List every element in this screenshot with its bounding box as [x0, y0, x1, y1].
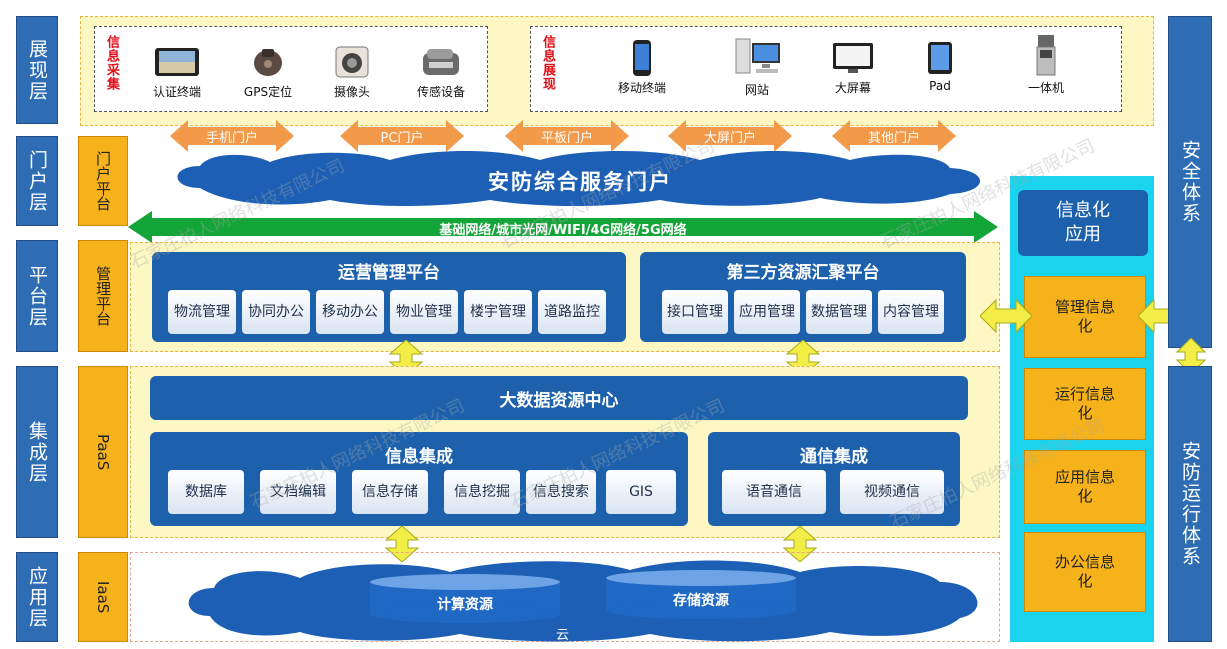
- updown-arrow-icon: [1176, 338, 1206, 374]
- sub-management: 管理平台: [78, 240, 128, 352]
- network-arrow: [128, 211, 998, 243]
- tp-item-app[interactable]: 应用管理: [734, 290, 800, 334]
- sub-portal: 门户平台: [78, 136, 128, 226]
- portal-cloud-shape: [177, 151, 980, 206]
- kiosk-icon: [1023, 35, 1069, 76]
- iaas-cloud-shape: [188, 560, 978, 642]
- sensor-device: 传感设备: [401, 45, 481, 100]
- sub-paas: PaaS: [78, 366, 128, 538]
- portal-tablet[interactable]: 平板门户: [505, 117, 629, 155]
- website-device: 网站: [727, 37, 787, 98]
- big-screen-device: 大屏幕: [823, 41, 883, 96]
- comm-integration-panel: 通信集成 语音通信 视频通信: [708, 432, 960, 526]
- mobile-terminal: 移动终端: [607, 40, 677, 96]
- collect-box: 信息采集 认证终端 GPS定位 摄像头 传感设备: [94, 26, 488, 112]
- layer-platform: 平台层: [16, 240, 58, 352]
- ops-item-building[interactable]: 楼宇管理: [464, 290, 532, 334]
- layer-application: 应用层: [16, 552, 58, 642]
- storage-resource[interactable]: 存储资源: [673, 593, 729, 609]
- gps-device: GPS定位: [233, 45, 303, 100]
- portal-other[interactable]: 其他门户: [832, 117, 956, 155]
- collect-label: 信息采集: [104, 35, 119, 91]
- tp-item-interface[interactable]: 接口管理: [662, 290, 728, 334]
- ops-item-mobile-office[interactable]: 移动办公: [316, 290, 384, 334]
- ops-platform-title: 运营管理平台: [338, 263, 440, 283]
- layer-display: 展现层: [16, 16, 58, 124]
- portal-pc[interactable]: PC门户: [340, 117, 464, 155]
- storage-cylinder: [606, 570, 796, 619]
- camera-icon: [329, 45, 375, 79]
- pc-portal-arrow-icon: [340, 120, 464, 152]
- security-system: 安全体系: [1168, 16, 1212, 348]
- layer-portal: 门户层: [16, 136, 58, 226]
- ci-video[interactable]: 视频通信: [840, 470, 944, 514]
- ops-platform-panel: 运营管理平台 物流管理 协同办公 移动办公 物业管理 楼宇管理 道路监控: [152, 252, 626, 342]
- cloud-portal-title: 安防综合服务门户: [488, 170, 672, 194]
- mgmt-informatization[interactable]: 管理信息化: [1024, 276, 1146, 358]
- third-party-title: 第三方资源汇聚平台: [726, 263, 880, 283]
- tv-icon: [830, 41, 876, 75]
- ii-search[interactable]: 信息搜索: [526, 470, 596, 514]
- info-integration-title: 信息集成: [385, 447, 453, 467]
- bigscreen-portal-arrow-icon: [668, 120, 792, 152]
- phone-icon: [619, 40, 665, 76]
- office-informatization[interactable]: 办公信息化: [1024, 532, 1146, 612]
- ii-gis[interactable]: GIS: [606, 470, 676, 514]
- leftright-arrow-icon: [980, 298, 1032, 334]
- ii-storage[interactable]: 信息存储: [352, 470, 428, 514]
- ii-doc-edit[interactable]: 文档编辑: [260, 470, 336, 514]
- ii-database[interactable]: 数据库: [168, 470, 244, 514]
- kiosk-device: 一体机: [1011, 35, 1081, 96]
- compute-resource[interactable]: 计算资源: [437, 597, 493, 613]
- tp-item-content[interactable]: 内容管理: [878, 290, 944, 334]
- sensor-icon: [418, 45, 464, 79]
- ops-item-road[interactable]: 道路监控: [538, 290, 606, 334]
- pad-device: Pad: [915, 41, 965, 93]
- iaas-band: [130, 552, 1000, 642]
- auth-terminal: 认证终端: [137, 45, 217, 100]
- portal-bigscreen[interactable]: 大屏门户: [668, 117, 792, 155]
- layer-integration: 集成层: [16, 366, 58, 538]
- ops-item-logistics[interactable]: 物流管理: [168, 290, 236, 334]
- ops-item-collab[interactable]: 协同办公: [242, 290, 310, 334]
- computer-icon: [734, 37, 780, 77]
- informatization-title: 信息化应用: [1018, 190, 1148, 256]
- mobile-portal-arrow-icon: [170, 120, 294, 152]
- big-data-center[interactable]: 大数据资源中心: [150, 376, 968, 420]
- ops-item-property[interactable]: 物业管理: [390, 290, 458, 334]
- show-label: 信息展现: [540, 35, 555, 91]
- info-integration-panel: 信息集成 数据库 文档编辑 信息存储 信息挖掘 信息搜索 GIS: [150, 432, 688, 526]
- tablet-portal-arrow-icon: [505, 120, 629, 152]
- updown-arrow-icon: [384, 526, 420, 562]
- ci-voice[interactable]: 语音通信: [722, 470, 826, 514]
- show-box: 信息展现 移动终端 网站 大屏幕 Pad 一体机: [530, 26, 1122, 112]
- other-portal-arrow-icon: [832, 120, 956, 152]
- comm-integration-title: 通信集成: [800, 447, 868, 467]
- network-label: 基础网络/城市光网/WIFI/4G网络/5G网络: [439, 223, 687, 238]
- portal-mobile[interactable]: 手机门户: [170, 117, 294, 155]
- ii-mining[interactable]: 信息挖掘: [444, 470, 520, 514]
- updown-arrow-icon: [782, 526, 818, 562]
- camera-device: 摄像头: [317, 45, 387, 100]
- gps-icon: [245, 45, 291, 79]
- tp-item-data[interactable]: 数据管理: [806, 290, 872, 334]
- app-informatization[interactable]: 应用信息化: [1024, 450, 1146, 524]
- third-party-panel: 第三方资源汇聚平台 接口管理 应用管理 数据管理 内容管理: [640, 252, 966, 342]
- cloud-label: 云: [556, 628, 570, 643]
- operation-system: 安防运行体系: [1168, 366, 1212, 642]
- ops-informatization[interactable]: 运行信息化: [1024, 368, 1146, 440]
- sub-iaas: IaaS: [78, 552, 128, 642]
- pad-icon: [917, 41, 963, 75]
- compute-cylinder: [370, 574, 560, 623]
- tablet-icon: [154, 45, 200, 79]
